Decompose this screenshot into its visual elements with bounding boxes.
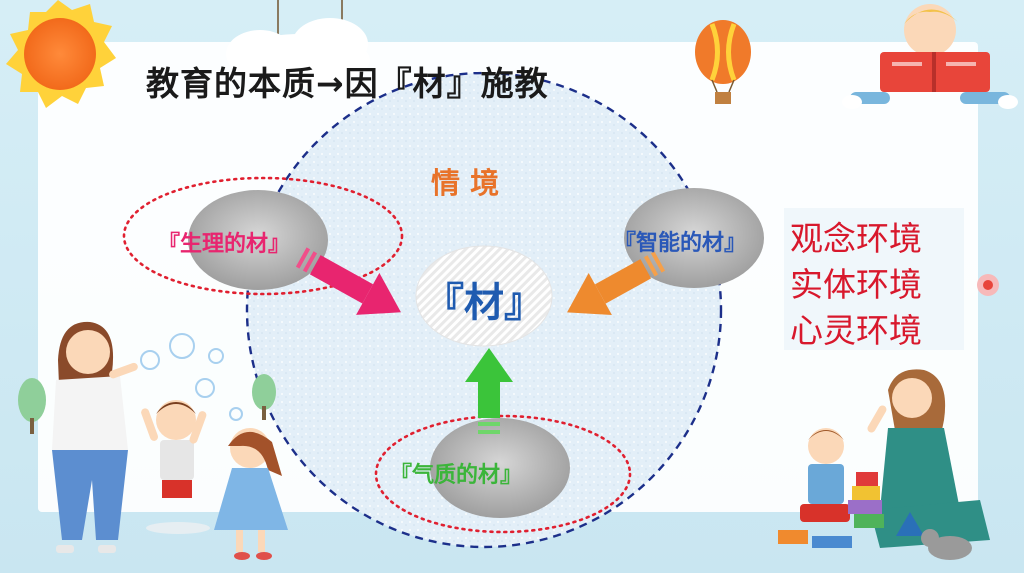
mother-illustration — [52, 321, 138, 553]
context-label: 情 境 — [431, 166, 500, 200]
physiological-label: 『生理的材』 — [158, 232, 291, 257]
orange-arrow-icon — [567, 251, 666, 315]
temperament-dotted-outline — [374, 414, 632, 534]
reading-boy-illustration — [842, 4, 1018, 109]
tree-icon — [18, 374, 276, 434]
environment-item-physical: 实体环境 — [790, 265, 922, 304]
pink-arrow-icon — [295, 247, 401, 315]
physiological-dotted-outline — [122, 176, 404, 296]
environment-list — [784, 208, 964, 350]
cloud-icon — [226, 0, 370, 86]
girl-illustration — [214, 428, 288, 560]
environment-item-concept: 观念环境 — [790, 219, 922, 258]
pink-dot-icon — [977, 274, 999, 296]
mother-with-child-illustration — [778, 369, 990, 560]
green-arrow-icon — [465, 348, 513, 434]
center-label: 『材』 — [424, 280, 544, 326]
page-title: 教育的本质→因『材』施教 — [146, 64, 549, 103]
center-node — [415, 245, 553, 347]
sun-icon — [6, 0, 116, 108]
physiological-node — [188, 190, 328, 290]
environment-item-spiritual: 心灵环境 — [790, 311, 922, 350]
temperament-node — [430, 418, 570, 518]
boy-illustration — [141, 400, 210, 534]
bubbles-icon — [140, 333, 243, 421]
hot-air-balloon-icon — [695, 20, 751, 104]
intelligence-label: 『智能的材』 — [614, 231, 747, 256]
temperament-label: 『气质的材』 — [390, 463, 523, 488]
